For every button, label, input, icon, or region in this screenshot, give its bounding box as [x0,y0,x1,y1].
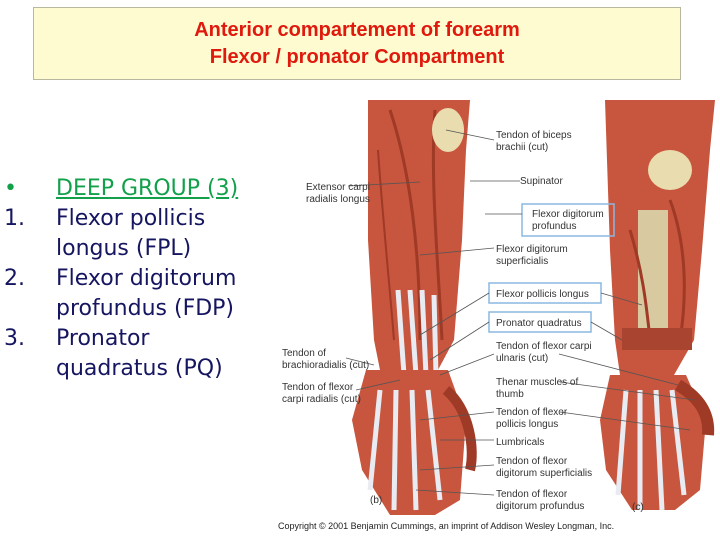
fpl-label: Flexor pollicis longus [496,289,589,300]
lumbricals-label: Lumbricals [496,437,544,448]
biceps-tendon-label: Tendon of biceps [496,130,572,141]
extensor-carpi-label: radialis longus [306,194,370,205]
fdp-label: profundus [532,221,576,232]
list-item: 1. Flexor pollicis longus (FPL) [0,204,290,264]
fcr-tendon-label: Tendon of flexor [282,382,354,393]
list-item-line: longus (FPL) [56,236,192,261]
bullet-marker: • [4,176,17,201]
list-item-line: quadratus (PQ) [56,356,223,381]
brachioradialis-tendon-label: brachioradialis (cut) [282,360,369,371]
fpl-tendon-label: pollicis longus [496,419,558,430]
list-heading: • DEEP GROUP (3) [0,174,290,204]
list-item: 3. Pronator quadratus (PQ) [0,324,290,384]
deep-group-list: • DEEP GROUP (3) 1. Flexor pollicis long… [0,174,290,384]
title-box: Anterior compartement of forearm Flexor … [33,7,681,80]
list-number: 3. [4,326,25,351]
fcu-tendon-label: ulnaris (cut) [496,353,548,364]
brachioradialis-tendon-label: Tendon of [282,348,326,359]
fds-label: Flexor digitorum [496,244,568,255]
forearm-illustration-c [600,100,715,511]
panel-c-label: (c) [632,502,644,513]
list-item-line: Flexor digitorum [56,266,237,291]
biceps-tendon-label: brachii (cut) [496,142,548,153]
fdp-tendon-label: Tendon of flexor [496,489,568,500]
supinator-label: Supinator [520,176,563,187]
pq-label: Pronator quadratus [496,318,582,329]
fds-tendon-label: digitorum superficialis [496,468,592,479]
list-number: 2. [4,266,25,291]
fcr-tendon-label: carpi radialis (cut) [282,394,361,405]
fdp-label: Flexor digitorum [532,209,604,220]
panel-b-label: (b) [370,495,382,506]
title-line-2: Flexor / pronator Compartment [209,46,505,68]
fdp-highlight-box [521,203,615,237]
extensor-carpi-label: Extensor carpi [306,182,370,193]
fdp-tendon-label: digitorum profundus [496,501,584,512]
forearm-illustration-b [352,100,477,515]
copyright-text: Copyright © 2001 Benjamin Cummings, an i… [278,521,614,531]
list-number: 1. [4,206,25,231]
fds-label: superficialis [496,256,548,267]
list-item-line: Flexor pollicis [56,206,206,231]
fpl-tendon-label: Tendon of flexor [496,407,568,418]
thenar-label: thumb [496,389,524,400]
deep-group-heading: DEEP GROUP (3) [56,176,239,201]
fds-tendon-label: Tendon of flexor [496,456,568,467]
forearm-anatomy-figure: Extensor carpi radialis longus Tendon of… [278,100,715,531]
thenar-label: Thenar muscles of [496,377,578,388]
leader-lines [345,129,696,496]
title-line-1: Anterior compartement of forearm [194,19,520,41]
fcu-tendon-label: Tendon of flexor carpi [496,341,592,352]
list-item-line: Pronator [56,326,150,351]
list-item-line: profundus (FDP) [56,296,235,321]
list-item: 2. Flexor digitorum profundus (FDP) [0,264,290,324]
